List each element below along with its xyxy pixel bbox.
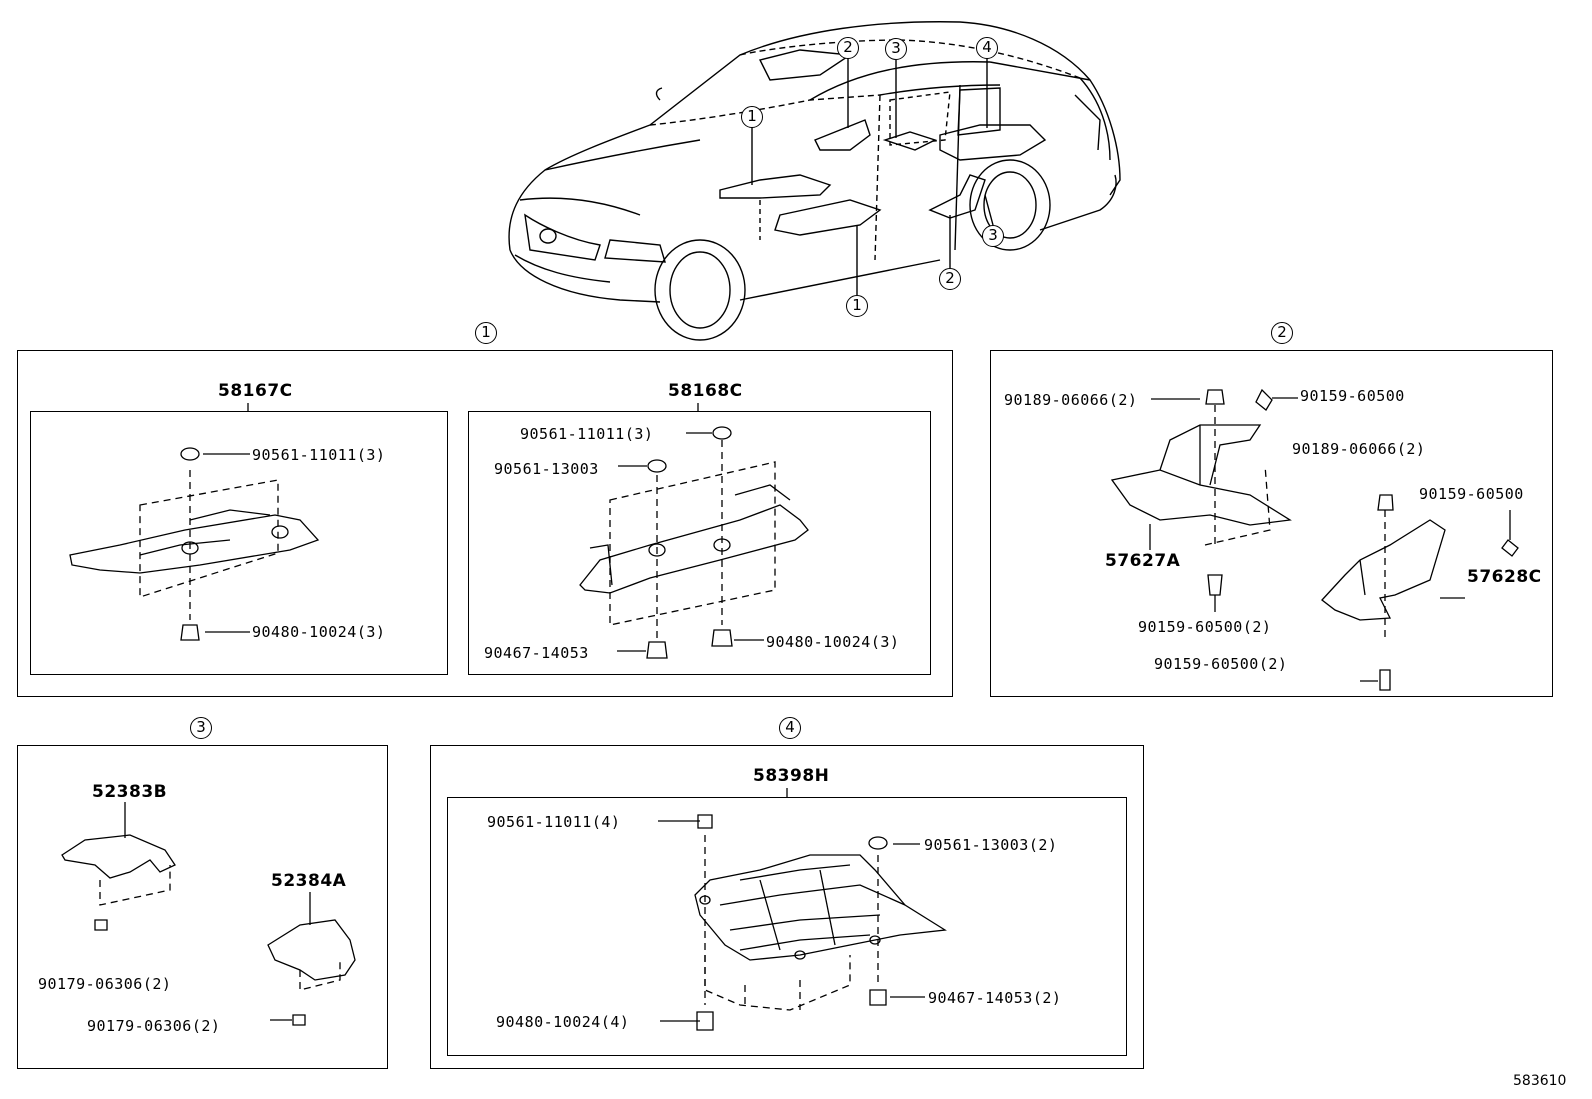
part-52383B-label: 52383B [92, 782, 168, 802]
fastener-90189-06066-mid: 90189-06066(2) [1292, 440, 1426, 458]
fastener-90561-13003-right: 90561-13003 [494, 460, 599, 478]
callout-3-upper: 3 [885, 38, 907, 60]
callout-4-upper: 4 [976, 37, 998, 59]
section-4-inner-box [447, 797, 1127, 1056]
fastener-90561-11011-left: 90561-11011(3) [252, 446, 386, 464]
section-1-right-box [468, 411, 931, 675]
reference-number: 583610 [1513, 1073, 1567, 1089]
fastener-90561-13003-s4: 90561-13003(2) [924, 836, 1058, 854]
fastener-90159-60500-top: 90159-60500 [1300, 387, 1405, 405]
callout-1-upper: 1 [741, 106, 763, 128]
fastener-90159-60500-far: 90159-60500 [1419, 485, 1524, 503]
fastener-90561-11011-s4: 90561-11011(4) [487, 813, 621, 831]
callout-3-lower: 3 [982, 225, 1004, 247]
section-2-marker: 2 [1271, 322, 1293, 344]
section-2-panel [990, 350, 1553, 697]
fastener-90179-06306-b: 90179-06306(2) [87, 1017, 221, 1035]
part-58168C-label: 58168C [668, 381, 743, 401]
part-58398H-label: 58398H [753, 766, 830, 786]
fastener-90159-60500-bottom-a: 90159-60500(2) [1138, 618, 1272, 636]
fastener-90467-14053-right: 90467-14053 [484, 644, 589, 662]
part-58167C-label: 58167C [218, 381, 293, 401]
section-1-marker: 1 [475, 322, 497, 344]
fastener-90467-14053-s4: 90467-14053(2) [928, 989, 1062, 1007]
fastener-90480-10024-right: 90480-10024(3) [766, 633, 900, 651]
section-4-panel [430, 745, 1144, 1069]
callout-1-lower: 1 [846, 295, 868, 317]
section-4-marker: 4 [779, 717, 801, 739]
section-1-left-box [30, 411, 448, 675]
fastener-90480-10024-s4: 90480-10024(4) [496, 1013, 630, 1031]
callout-2-lower: 2 [939, 268, 961, 290]
section-3-panel [17, 745, 388, 1069]
section-1-panel [17, 350, 953, 697]
part-52384A-label: 52384A [271, 871, 347, 891]
fastener-90159-60500-bottom-b: 90159-60500(2) [1154, 655, 1288, 673]
fastener-90561-11011-right: 90561-11011(3) [520, 425, 654, 443]
part-57627A-label: 57627A [1105, 551, 1181, 571]
part-57628C-label: 57628C [1467, 567, 1542, 587]
callout-2-upper: 2 [837, 37, 859, 59]
fastener-90480-10024-left: 90480-10024(3) [252, 623, 386, 641]
section-3-marker: 3 [190, 717, 212, 739]
fastener-90179-06306-a: 90179-06306(2) [38, 975, 172, 993]
fastener-90189-06066-top: 90189-06066(2) [1004, 391, 1138, 409]
